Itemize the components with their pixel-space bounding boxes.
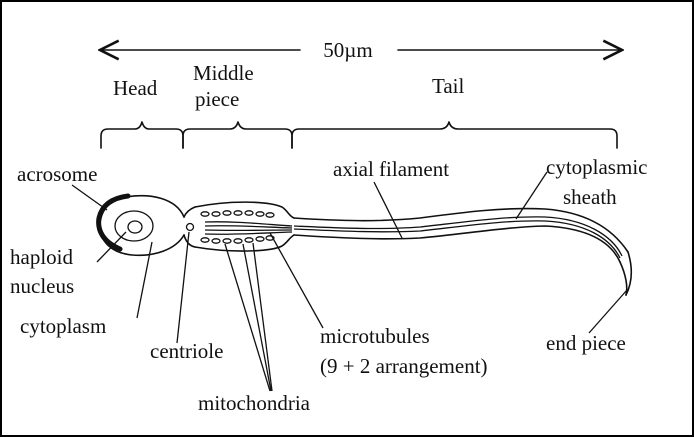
arrangement-label: (9 + 2 arrangement) (320, 354, 488, 378)
cytoplasmic-label: cytoplasmic (546, 155, 647, 179)
leader-end-piece (589, 290, 627, 333)
nucleus-core (128, 221, 142, 233)
region-head-label: Head (113, 76, 158, 100)
acrosome-label: acrosome (17, 162, 97, 186)
leader-mitochondria-3 (253, 243, 272, 391)
leader-cytoplasmic-sheath (516, 172, 547, 219)
leader-acrosome (72, 185, 107, 210)
centriole-label: centriole (150, 339, 223, 363)
leader-centriole (177, 232, 189, 343)
leader-cytoplasm (137, 242, 152, 318)
middle-piece-brace (183, 122, 292, 148)
scale-bar: 50µm (100, 38, 622, 62)
region-braces (101, 122, 617, 148)
leader-axial-filament (374, 182, 402, 238)
sperm-cell (99, 196, 632, 295)
axial-filament-label: axial filament (333, 157, 449, 181)
microtubules-label: microtubules (320, 324, 430, 348)
haploid-label: haploid (10, 245, 73, 269)
nucleus-label: nucleus (10, 274, 74, 298)
acrosome-shape (99, 196, 128, 249)
axial-filament-line-1 (294, 217, 622, 256)
nucleus-shape (115, 211, 153, 241)
cytoplasm-label: cytoplasm (20, 314, 106, 338)
sheath-label: sheath (563, 185, 617, 209)
axial-filament-line-2 (294, 221, 620, 258)
neck-bottom (184, 235, 195, 247)
region-tail-label: Tail (432, 74, 465, 98)
scale-label: 50µm (323, 38, 372, 62)
end-piece-label: end piece (546, 331, 626, 355)
microtubules-lines (205, 222, 292, 234)
neck-top (184, 207, 195, 217)
tail-brace (292, 122, 617, 148)
region-middle-label: Middle (193, 61, 254, 85)
middle-piece-top (195, 202, 294, 218)
region-piece-label: piece (195, 87, 239, 111)
head-brace (101, 122, 183, 148)
end-piece-inner (620, 262, 627, 295)
mitochondria-label: mitochondria (198, 391, 311, 415)
leader-microtubules (270, 233, 323, 328)
centriole-shape (187, 224, 194, 231)
